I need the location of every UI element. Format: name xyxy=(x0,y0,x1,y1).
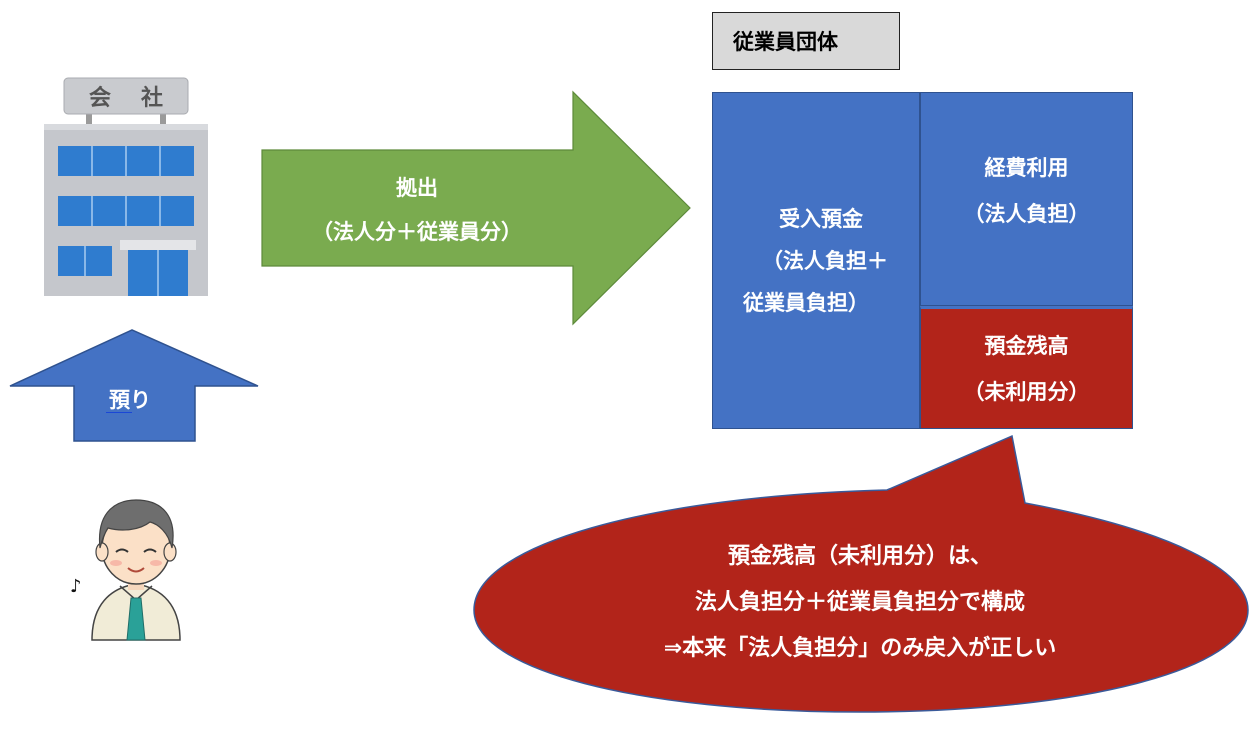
contribution-arrow-text: 拠出 （法人分＋従業員分） xyxy=(262,166,572,254)
deposit-label-underline xyxy=(106,412,132,413)
balance-line2: （未利用分） xyxy=(963,379,1090,404)
balance-line1: 預金残高 xyxy=(984,333,1069,358)
contribution-arrow xyxy=(261,90,691,326)
contribution-line1: 拠出 xyxy=(396,176,438,200)
contribution-line2: （法人分＋従業員分） xyxy=(312,220,522,244)
callout-line2: 法人負担分＋従業員負担分で構成 xyxy=(694,590,1025,615)
expense-line2: （法人負担） xyxy=(963,202,1090,226)
company-sign: 会 社 xyxy=(64,78,188,114)
callout-line1: 預金残高（未利用分）は、 xyxy=(727,544,992,569)
expense-usage-cell: 経費利用 （法人負担） xyxy=(920,92,1133,306)
company-sign-char: 会 xyxy=(88,86,111,111)
group-label-text: 従業員団体 xyxy=(733,30,838,54)
employee-person-icon xyxy=(91,499,181,641)
music-note-icon: ♪ xyxy=(70,576,82,597)
deposit-arrow-label: 預り xyxy=(109,388,151,412)
expense-line1: 経費利用 xyxy=(984,156,1069,180)
deposit-arrow xyxy=(9,329,259,442)
received-deposit-cell: 受入預金 （法人負担＋ 従業員負担） xyxy=(712,92,920,429)
callout-text: 預金残高（未利用分）は、 法人負担分＋従業員負担分で構成 ⇒本来「法人負担分」の… xyxy=(520,534,1200,672)
received-line3: 従業員負担） xyxy=(743,290,869,315)
company-building-icon xyxy=(44,77,208,296)
company-sign-char: 社 xyxy=(141,86,164,111)
callout-line3: ⇒本来「法人負担分」のみ戻入が正しい xyxy=(663,636,1057,661)
callout-bubble xyxy=(473,434,1249,713)
employee-group-label: 従業員団体 xyxy=(712,12,900,70)
received-line1: 受入預金 xyxy=(779,206,863,231)
deposit-balance-cell: 預金残高 （未利用分） xyxy=(920,306,1133,429)
received-line2: （法人負担＋ xyxy=(762,248,888,273)
